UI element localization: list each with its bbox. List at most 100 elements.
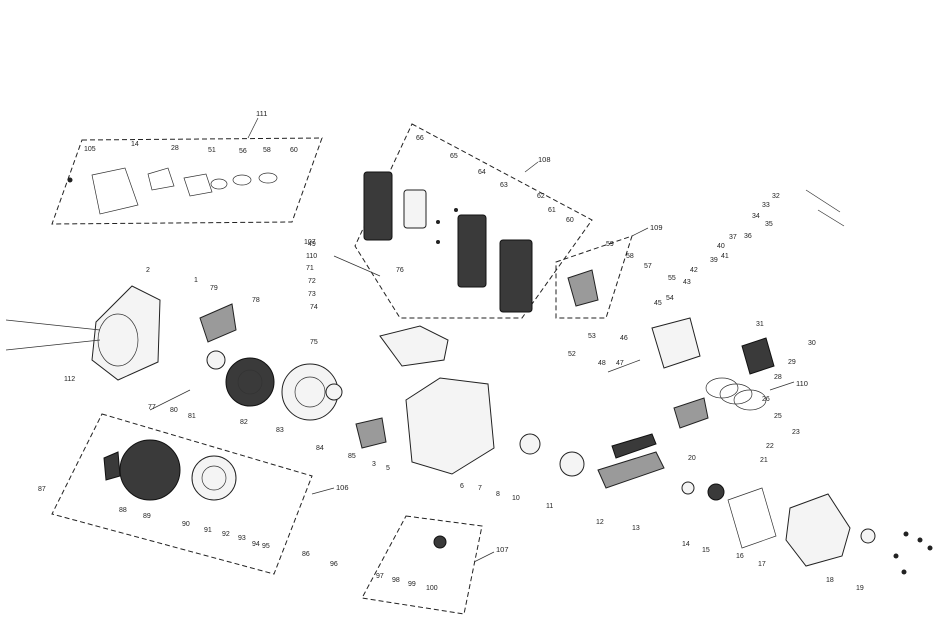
svg-text:28: 28 bbox=[171, 145, 179, 152]
svg-text:5: 5 bbox=[386, 465, 390, 472]
crankshaft-11 bbox=[597, 451, 665, 489]
svg-text:76: 76 bbox=[396, 267, 404, 274]
piston-ring-27 bbox=[733, 389, 767, 411]
svg-text:48: 48 bbox=[598, 360, 606, 367]
svg-text:62: 62 bbox=[537, 193, 545, 200]
piston-ring-25 bbox=[705, 377, 739, 399]
svg-text:55: 55 bbox=[668, 275, 676, 282]
svg-text:84: 84 bbox=[316, 445, 324, 452]
piston-22 bbox=[673, 397, 709, 429]
svg-text:29: 29 bbox=[788, 359, 796, 366]
gear-6 bbox=[519, 433, 541, 455]
svg-text:42: 42 bbox=[690, 267, 698, 274]
bearing-13 bbox=[681, 481, 695, 495]
cylinder-head-46 bbox=[651, 317, 701, 369]
svg-text:105: 105 bbox=[84, 146, 96, 153]
svg-text:22: 22 bbox=[766, 443, 774, 450]
svg-text:28: 28 bbox=[774, 374, 782, 381]
svg-text:59: 59 bbox=[606, 241, 614, 248]
fan-cover-80 bbox=[91, 285, 161, 381]
svg-text:26: 26 bbox=[762, 396, 770, 403]
group-106-label: 106 bbox=[336, 483, 349, 492]
svg-text:95: 95 bbox=[262, 543, 270, 550]
filter-element-65 bbox=[403, 189, 427, 229]
bearing-8 bbox=[707, 483, 725, 501]
svg-text:19: 19 bbox=[856, 585, 864, 592]
svg-text:52: 52 bbox=[568, 351, 576, 358]
svg-text:47: 47 bbox=[616, 360, 624, 367]
svg-text:14: 14 bbox=[131, 141, 139, 148]
svg-text:54: 54 bbox=[666, 295, 674, 302]
recoil-reel-93 bbox=[191, 455, 237, 501]
group-108-label: 108 bbox=[538, 155, 551, 164]
head-cover-29 bbox=[741, 337, 775, 375]
svg-text:80: 80 bbox=[170, 407, 178, 414]
piston-ring-26 bbox=[719, 383, 753, 405]
svg-text:75: 75 bbox=[310, 339, 318, 346]
svg-text:72: 72 bbox=[308, 278, 316, 285]
starter-cup-112 bbox=[206, 350, 226, 370]
group-106-box bbox=[51, 413, 313, 575]
valve-34 bbox=[817, 209, 845, 227]
gasket-58 bbox=[232, 174, 252, 186]
svg-text:2: 2 bbox=[146, 267, 150, 274]
svg-text:51: 51 bbox=[208, 147, 216, 154]
svg-text:66: 66 bbox=[416, 135, 424, 142]
svg-text:64: 64 bbox=[478, 169, 486, 176]
svg-text:18: 18 bbox=[826, 577, 834, 584]
svg-text:57: 57 bbox=[644, 263, 652, 270]
svg-text:10: 10 bbox=[512, 495, 520, 502]
gasket-28 bbox=[147, 167, 175, 191]
group-110-label: 110 bbox=[796, 379, 808, 388]
svg-text:23: 23 bbox=[792, 429, 800, 436]
svg-text:20: 20 bbox=[688, 455, 696, 462]
svg-text:65: 65 bbox=[450, 153, 458, 160]
group-107-box bbox=[361, 515, 483, 615]
group-111-box bbox=[51, 137, 323, 225]
filter-box-63 bbox=[457, 214, 487, 288]
svg-text:87: 87 bbox=[38, 486, 46, 493]
svg-text:53: 53 bbox=[588, 333, 596, 340]
svg-text:3: 3 bbox=[372, 461, 376, 468]
filter-base-61 bbox=[499, 239, 533, 313]
flywheel-84 bbox=[225, 357, 275, 407]
svg-text:34: 34 bbox=[752, 213, 760, 220]
svg-text:41: 41 bbox=[721, 253, 729, 260]
gasket-14 bbox=[91, 167, 139, 215]
svg-text:112: 112 bbox=[64, 376, 75, 383]
group-109-label: 109 bbox=[650, 223, 663, 232]
svg-text:56: 56 bbox=[239, 148, 247, 155]
group-111-label: 111 bbox=[256, 109, 267, 118]
svg-text:81: 81 bbox=[188, 413, 196, 420]
engine-block-1 bbox=[405, 377, 495, 475]
air-filter-cover-66 bbox=[363, 171, 393, 241]
svg-text:40: 40 bbox=[717, 243, 725, 250]
svg-text:25: 25 bbox=[774, 413, 782, 420]
svg-text:58: 58 bbox=[626, 253, 634, 260]
group-109-box bbox=[555, 235, 633, 319]
svg-text:60: 60 bbox=[290, 147, 298, 154]
svg-text:8: 8 bbox=[496, 491, 500, 498]
svg-text:21: 21 bbox=[760, 457, 768, 464]
gear-10 bbox=[559, 451, 585, 477]
svg-text:43: 43 bbox=[683, 279, 691, 286]
svg-text:11: 11 bbox=[546, 503, 553, 510]
gasket-60 bbox=[258, 172, 278, 184]
svg-text:79: 79 bbox=[210, 285, 218, 292]
svg-text:30: 30 bbox=[808, 340, 816, 347]
gear-102 bbox=[433, 535, 447, 549]
svg-text:45: 45 bbox=[654, 300, 662, 307]
svg-text:90: 90 bbox=[182, 521, 190, 528]
svg-text:63: 63 bbox=[500, 182, 508, 189]
svg-text:77: 77 bbox=[148, 404, 156, 411]
svg-text:60: 60 bbox=[566, 217, 574, 224]
svg-text:99: 99 bbox=[408, 581, 416, 588]
svg-text:49: 49 bbox=[308, 241, 316, 248]
seal-17 bbox=[325, 383, 343, 401]
recoil-housing-90 bbox=[119, 439, 181, 501]
svg-text:86: 86 bbox=[302, 551, 310, 558]
svg-text:83: 83 bbox=[276, 427, 284, 434]
cylinder-head-67 bbox=[379, 325, 449, 367]
crankcase-cover-16 bbox=[785, 493, 851, 567]
